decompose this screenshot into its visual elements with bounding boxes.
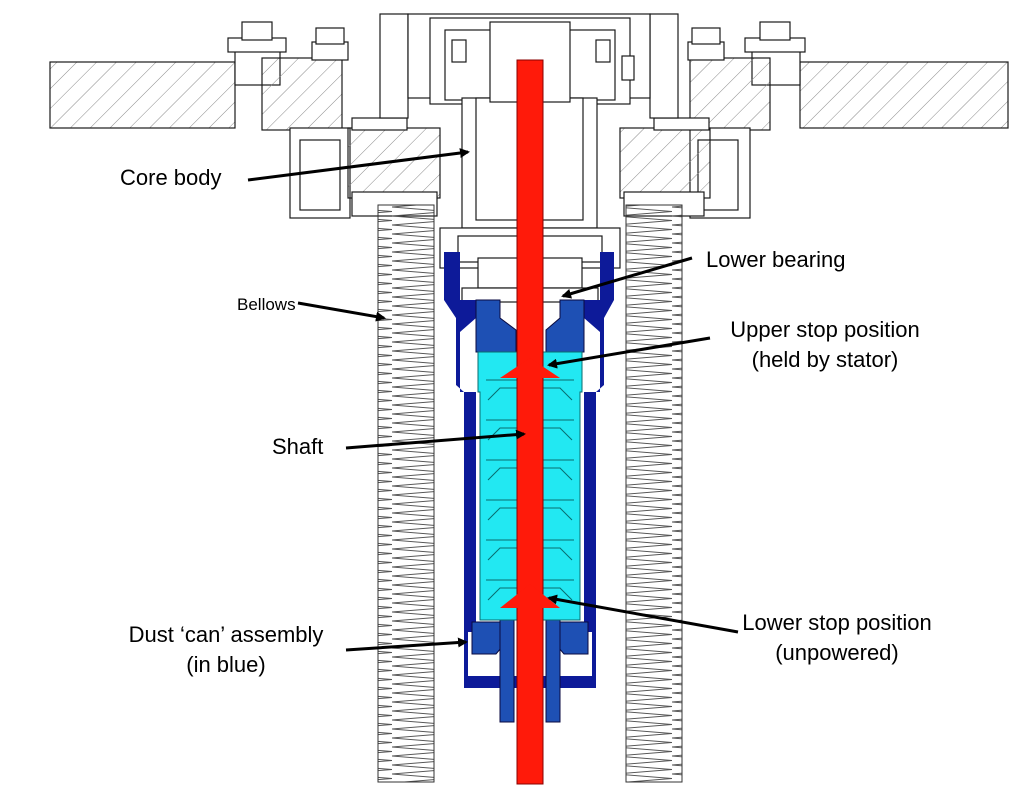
label-lower-stop: Lower stop position (unpowered): [712, 608, 962, 668]
label-shaft: Shaft: [272, 434, 324, 459]
arrow-core-body: [247, 148, 470, 182]
label-lower-stop-line2: (unpowered): [775, 640, 899, 665]
upper-housing: [49, 13, 1009, 303]
upper-stop-marker: [500, 358, 560, 378]
arrow-lower-bearing: [561, 256, 693, 299]
label-lower-stop-line1: Lower stop position: [742, 610, 932, 635]
callout-arrows: [247, 148, 739, 652]
arrow-dust-can: [345, 637, 468, 652]
label-core-body: Core body: [120, 165, 222, 190]
label-dust-can-line1: Dust ‘can’ assembly: [128, 622, 324, 647]
label-dust-can: Dust ‘can’ assembly (in blue): [86, 620, 366, 680]
label-upper-stop-line2: (held by stator): [751, 347, 899, 372]
dust-can-assembly: [444, 252, 614, 723]
bellows-assembly: [377, 204, 683, 783]
arrow-upper-stop: [547, 336, 711, 369]
label-dust-can-line2: (in blue): [186, 652, 266, 677]
label-bellows: Bellows: [237, 295, 296, 314]
arrow-bellows: [297, 301, 386, 322]
arrow-shaft: [345, 429, 526, 450]
lower-stop-marker: [500, 584, 560, 608]
label-upper-stop-line1: Upper stop position: [730, 317, 920, 342]
arrow-lower-stop: [547, 594, 739, 634]
label-lower-bearing: Lower bearing: [706, 247, 846, 272]
shaft: [500, 59, 560, 785]
label-upper-stop: Upper stop position (held by stator): [700, 315, 950, 375]
